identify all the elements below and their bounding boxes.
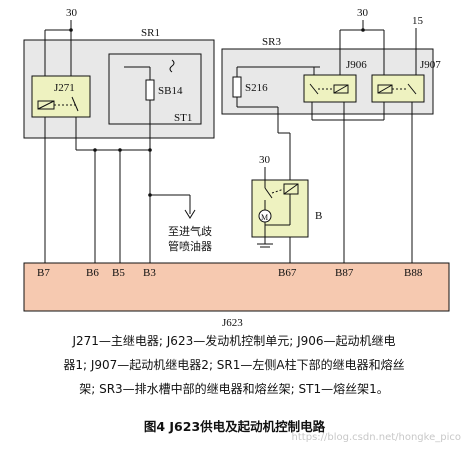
motor-label: M	[261, 213, 268, 222]
sb14-fuse-icon	[145, 79, 155, 101]
pin-b88: B88	[404, 267, 423, 279]
sr1-label: SR1	[141, 27, 160, 39]
terminal-30-left: 30	[66, 7, 78, 19]
j906-switch-icon	[309, 83, 319, 95]
to-injector-line2: 管喷油器	[168, 239, 212, 253]
j271-label: J271	[54, 82, 75, 94]
starter-switch-icon	[264, 187, 273, 199]
pin-b6: B6	[86, 267, 99, 279]
terminal-15: 15	[412, 15, 424, 27]
st1-box	[108, 53, 202, 125]
j907-label: J907	[420, 59, 441, 71]
sb14-label: SB14	[158, 85, 183, 97]
j906-coil-icon	[333, 84, 349, 94]
legend-line-1: J271—主继电器; J623—发动机控制单元; J906—起动机继电	[72, 334, 396, 348]
legend-line-2: 器1; J907—起动机继电器2; SR1—左侧A柱下部的继电器和熔丝	[63, 358, 405, 372]
sr3-label: SR3	[262, 36, 281, 48]
pin-b5: B5	[112, 267, 125, 279]
pin-b7: B7	[37, 267, 50, 279]
s216-label: S216	[245, 82, 268, 94]
j907-switch-icon	[407, 83, 417, 95]
starter-b-label: B	[315, 210, 322, 222]
starter-b-box	[251, 179, 309, 238]
st1-label: ST1	[174, 112, 192, 124]
pin-b87: B87	[335, 267, 354, 279]
j271-switch-icon	[71, 96, 79, 112]
arrow-down-icon	[184, 209, 196, 219]
pin-b67: B67	[278, 267, 297, 279]
pin-b3: B3	[143, 267, 156, 279]
j906-label: J906	[346, 59, 367, 71]
watermark: https://blog.csdn.net/hongke_pico	[291, 432, 461, 443]
s216-fuse-icon	[232, 76, 242, 98]
figure-title: 图4 J623供电及起动机控制电路	[143, 419, 326, 434]
to-injector-line1: 至进气歧	[168, 224, 212, 238]
j623-label: J623	[222, 317, 243, 329]
terminal-30-right: 30	[357, 7, 369, 19]
j271-relay-box	[31, 75, 91, 118]
j906-relay-box	[303, 74, 357, 103]
terminal-30-b: 30	[259, 154, 271, 166]
j623-ecu-box	[23, 262, 450, 312]
legend-line-3: 架; SR3—排水槽中部的继电器和熔丝架; ST1—熔丝架1。	[79, 382, 389, 396]
